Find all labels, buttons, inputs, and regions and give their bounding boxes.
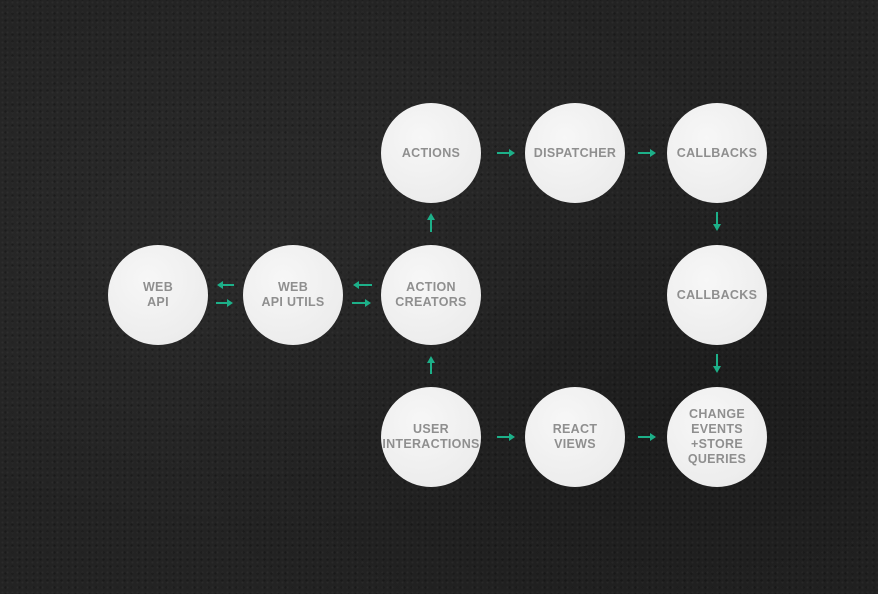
node-change-events-label: CHANGE EVENTS +STORE QUERIES	[687, 407, 747, 466]
node-callbacks-mid-label: CALLBACKS	[676, 287, 758, 302]
node-callbacks-top-label: CALLBACKS	[676, 145, 758, 160]
node-web-api-label: WEB API	[142, 280, 174, 309]
arrow-webapi-to-utils	[216, 299, 233, 307]
node-web-api-utils: WEB API UTILS	[243, 245, 343, 345]
arrow-creators-to-actions	[427, 213, 435, 232]
arrow-callbacks-down-2	[713, 354, 721, 373]
node-web-api: WEB API	[108, 245, 208, 345]
arrow-actions-to-dispatcher	[497, 149, 515, 157]
arrow-callbacks-down-1	[713, 212, 721, 231]
arrow-views-to-change	[638, 433, 656, 441]
node-action-creators: ACTION CREATORS	[381, 245, 481, 345]
arrow-user-to-views	[497, 433, 515, 441]
node-dispatcher-label: DISPATCHER	[533, 145, 617, 160]
node-web-api-utils-label: WEB API UTILS	[261, 280, 325, 309]
arrow-dispatcher-to-callbacks	[638, 149, 656, 157]
arrow-utils-to-webapi	[217, 281, 234, 289]
arrow-utils-to-creators	[352, 299, 371, 307]
node-actions-label: ACTIONS	[401, 145, 461, 160]
node-callbacks-top: CALLBACKS	[667, 103, 767, 203]
node-action-creators-label: ACTION CREATORS	[395, 280, 467, 309]
node-user-interactions-label: USER INTERACTIONS	[382, 422, 480, 451]
node-callbacks-mid: CALLBACKS	[667, 245, 767, 345]
node-dispatcher: DISPATCHER	[525, 103, 625, 203]
node-user-interactions: USER INTERACTIONS	[381, 387, 481, 487]
node-change-events: CHANGE EVENTS +STORE QUERIES	[667, 387, 767, 487]
node-react-views-label: REACT VIEWS	[552, 422, 598, 451]
arrow-creators-to-utils	[353, 281, 372, 289]
node-react-views: REACT VIEWS	[525, 387, 625, 487]
arrow-user-to-creators	[427, 356, 435, 374]
node-actions: ACTIONS	[381, 103, 481, 203]
